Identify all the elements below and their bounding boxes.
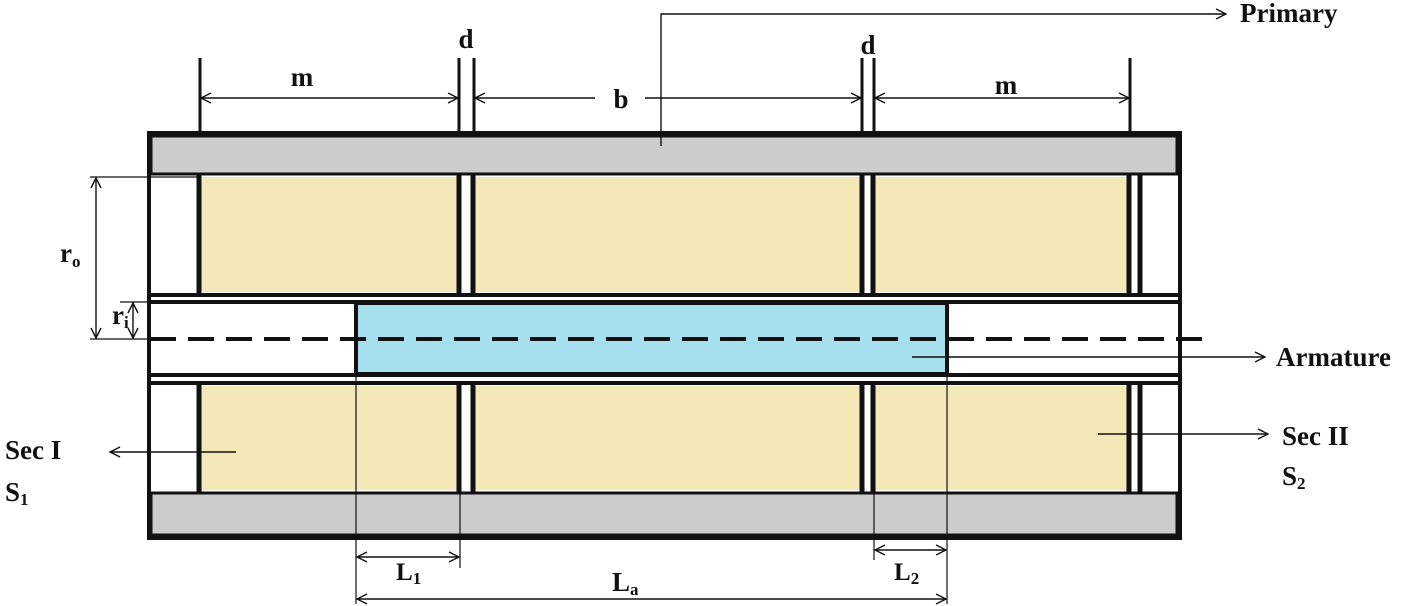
coil-sec2-upper	[874, 177, 1128, 292]
dim-L1-label: L1	[396, 559, 421, 588]
dim-d-right-label: d	[860, 30, 875, 60]
dim-L2-label: L2	[894, 559, 919, 588]
primary-leader	[660, 14, 1226, 146]
coil-sec1-upper	[200, 177, 458, 292]
top-extension-lines	[198, 58, 1132, 133]
core-top-bar	[149, 134, 1179, 176]
coil-primary-lower	[474, 386, 861, 490]
sec2-name-label: Sec II	[1282, 421, 1349, 451]
sec2-symbol-label: S2	[1282, 461, 1306, 493]
dim-d-left-label: d	[458, 24, 473, 54]
sec1-name-label: Sec I	[5, 435, 61, 465]
sec1-symbol-label: S1	[5, 477, 29, 509]
coil-sec1-lower	[200, 386, 458, 490]
coil-walls-upper	[196, 174, 1143, 295]
dim-m-right-label: m	[995, 70, 1018, 100]
coil-sec2-lower	[874, 386, 1128, 490]
primary-label: Primary	[1240, 0, 1338, 28]
dim-b-label: b	[613, 84, 628, 114]
armature-label: Armature	[1276, 342, 1391, 372]
core-bottom-bar	[149, 491, 1179, 537]
dim-La-label: La	[612, 567, 639, 599]
r-outer-label: ro	[60, 238, 80, 271]
dim-m-left-label: m	[291, 62, 314, 92]
r-inner-label: ri	[112, 300, 129, 332]
coil-primary-upper	[474, 177, 861, 292]
coil-walls-lower	[196, 383, 1143, 493]
